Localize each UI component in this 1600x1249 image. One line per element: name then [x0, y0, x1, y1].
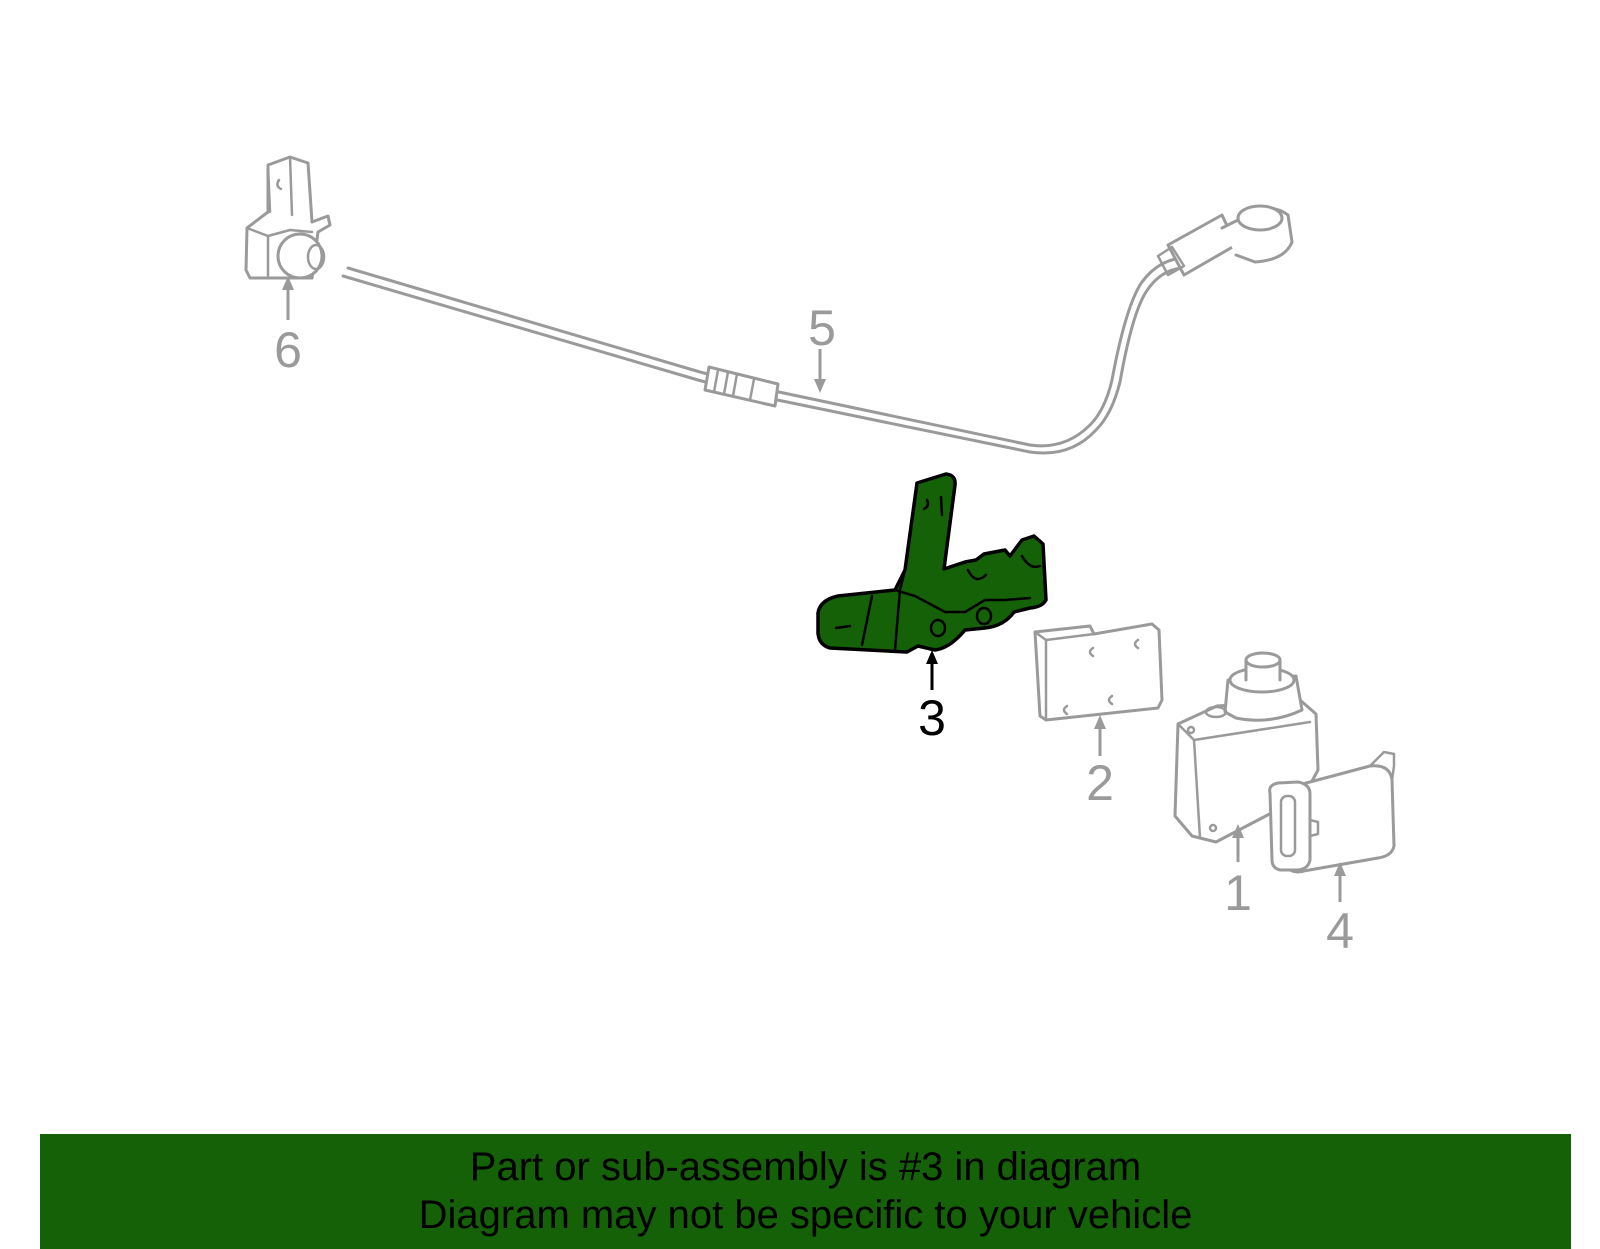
banner-line-disclaimer: Diagram may not be specific to your vehi…: [418, 1193, 1193, 1237]
part-4-connector[interactable]: [1268, 750, 1396, 874]
callout-5: 5: [808, 300, 836, 356]
part-6-sensor[interactable]: [244, 155, 332, 280]
banner-line-part: Part or sub-assembly is #3 in diagram: [469, 1145, 1142, 1189]
part-2-plate[interactable]: [1033, 622, 1164, 722]
callout-3: 3: [918, 690, 946, 746]
callout-1: 1: [1224, 865, 1252, 921]
callout-6: 6: [274, 322, 302, 378]
info-banner: Part or sub-assembly is #3 in diagram Di…: [40, 1134, 1571, 1249]
callout-4: 4: [1326, 903, 1354, 959]
callout-leaders: [282, 276, 1346, 902]
part-5-cable[interactable]: [341, 204, 1294, 455]
callout-2: 2: [1086, 755, 1114, 811]
part-3-bracket-shape: [816, 472, 1048, 654]
part-3-bracket-highlighted[interactable]: [816, 472, 1048, 654]
